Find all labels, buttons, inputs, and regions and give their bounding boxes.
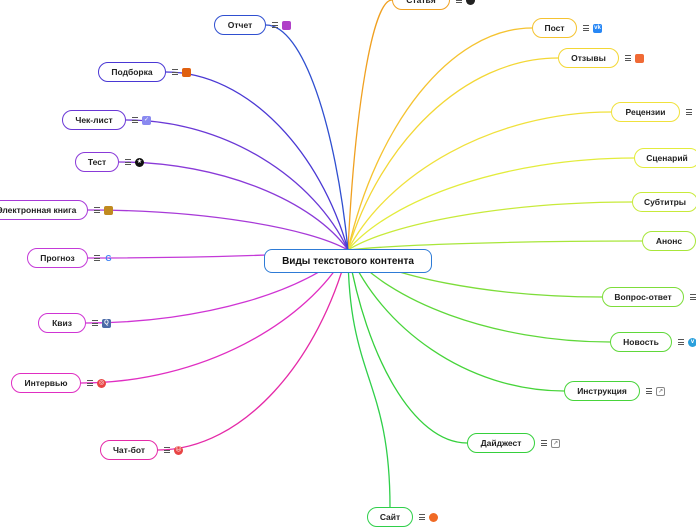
notes-icon[interactable] xyxy=(94,207,100,213)
connector-otzyvy xyxy=(347,57,559,251)
ebook-icon[interactable] xyxy=(104,205,113,215)
connector-subtitry xyxy=(347,201,633,251)
connector-otchet xyxy=(265,24,349,251)
connector-chatbot xyxy=(157,249,349,451)
notes-icon[interactable] xyxy=(625,55,631,61)
notes-icon[interactable] xyxy=(678,339,684,345)
notes-icon[interactable] xyxy=(164,447,170,453)
review-icon[interactable] xyxy=(635,53,644,63)
topic-otzyvy[interactable]: Отзывы xyxy=(558,48,619,68)
topic-vopros[interactable]: Вопрос-ответ xyxy=(602,287,684,307)
connector-podborka xyxy=(165,71,349,251)
quiz-icon[interactable]: Q xyxy=(102,318,111,328)
connector-daydzhest xyxy=(347,249,468,444)
topic-novost[interactable]: Новость xyxy=(610,332,672,352)
checklist-icon[interactable]: ✓ xyxy=(142,115,151,125)
topic-prognoz[interactable]: Прогноз xyxy=(27,248,88,268)
topic-otchet[interactable]: Отчет xyxy=(214,15,266,35)
connector-intervyu xyxy=(80,249,349,384)
central-topic[interactable]: Виды текстового контента xyxy=(264,249,432,273)
topic-subtitry[interactable]: Субтитры xyxy=(632,192,696,212)
connector-sayt xyxy=(347,249,391,508)
notes-icon[interactable] xyxy=(583,25,589,31)
v-circle-icon[interactable]: v xyxy=(688,337,696,347)
star-badge-icon[interactable]: ★ xyxy=(135,157,144,167)
connector-anons xyxy=(347,240,643,251)
topic-test[interactable]: Тест xyxy=(75,152,119,172)
topic-statya[interactable]: Статья xyxy=(392,0,450,10)
topic-instruktsiya[interactable]: Инструкция xyxy=(564,381,640,401)
notes-icon[interactable] xyxy=(92,320,98,326)
notes-icon[interactable] xyxy=(125,159,131,165)
interview-icon[interactable]: ◎ xyxy=(97,378,106,388)
topic-intervyu[interactable]: Интервью xyxy=(11,373,81,393)
notes-icon[interactable] xyxy=(94,255,100,261)
topic-daydzhest[interactable]: Дайджест xyxy=(467,433,535,453)
topic-sayt[interactable]: Сайт xyxy=(367,507,413,527)
notes-icon[interactable] xyxy=(272,22,278,28)
notes-icon[interactable] xyxy=(87,380,93,386)
topic-stsenariy[interactable]: Сценарий xyxy=(634,148,696,168)
dark-circle-icon[interactable] xyxy=(466,0,475,5)
external-link-icon[interactable]: ↗ xyxy=(551,438,560,448)
google-icon[interactable]: G xyxy=(105,253,112,263)
notes-icon[interactable] xyxy=(456,0,462,3)
topic-chatbot[interactable]: Чат-бот xyxy=(100,440,158,460)
notes-icon[interactable] xyxy=(646,388,652,394)
topic-kniga[interactable]: Электронная книга xyxy=(0,200,88,220)
notes-icon[interactable] xyxy=(686,109,692,115)
vk-icon[interactable]: vk xyxy=(593,23,602,33)
notes-icon[interactable] xyxy=(172,69,178,75)
connector-test xyxy=(118,161,349,251)
external-link-icon[interactable]: ↗ xyxy=(656,386,665,396)
topic-podborka[interactable]: Подборка xyxy=(98,62,166,82)
connector-kniga xyxy=(87,209,349,251)
connector-statya xyxy=(347,0,393,251)
topic-anons[interactable]: Анонс xyxy=(642,231,696,251)
connector-post xyxy=(347,27,533,251)
connector-retsenzii xyxy=(347,111,612,251)
calculator-icon[interactable] xyxy=(282,20,291,30)
notes-icon[interactable] xyxy=(419,514,425,520)
connector-stsenariy xyxy=(347,157,635,251)
connector-instruktsiya xyxy=(347,249,565,392)
topic-kviz[interactable]: Квиз xyxy=(38,313,86,333)
orange-dot-icon[interactable] xyxy=(429,512,438,522)
bot-icon[interactable]: ☹ xyxy=(174,445,183,455)
connector-cheklist xyxy=(125,119,349,251)
topic-retsenzii[interactable]: Рецензии xyxy=(611,102,680,122)
topic-post[interactable]: Пост xyxy=(532,18,577,38)
notes-icon[interactable] xyxy=(132,117,138,123)
notes-icon[interactable] xyxy=(690,294,696,300)
collection-icon[interactable] xyxy=(182,67,191,77)
notes-icon[interactable] xyxy=(541,440,547,446)
topic-cheklist[interactable]: Чек-лист xyxy=(62,110,126,130)
